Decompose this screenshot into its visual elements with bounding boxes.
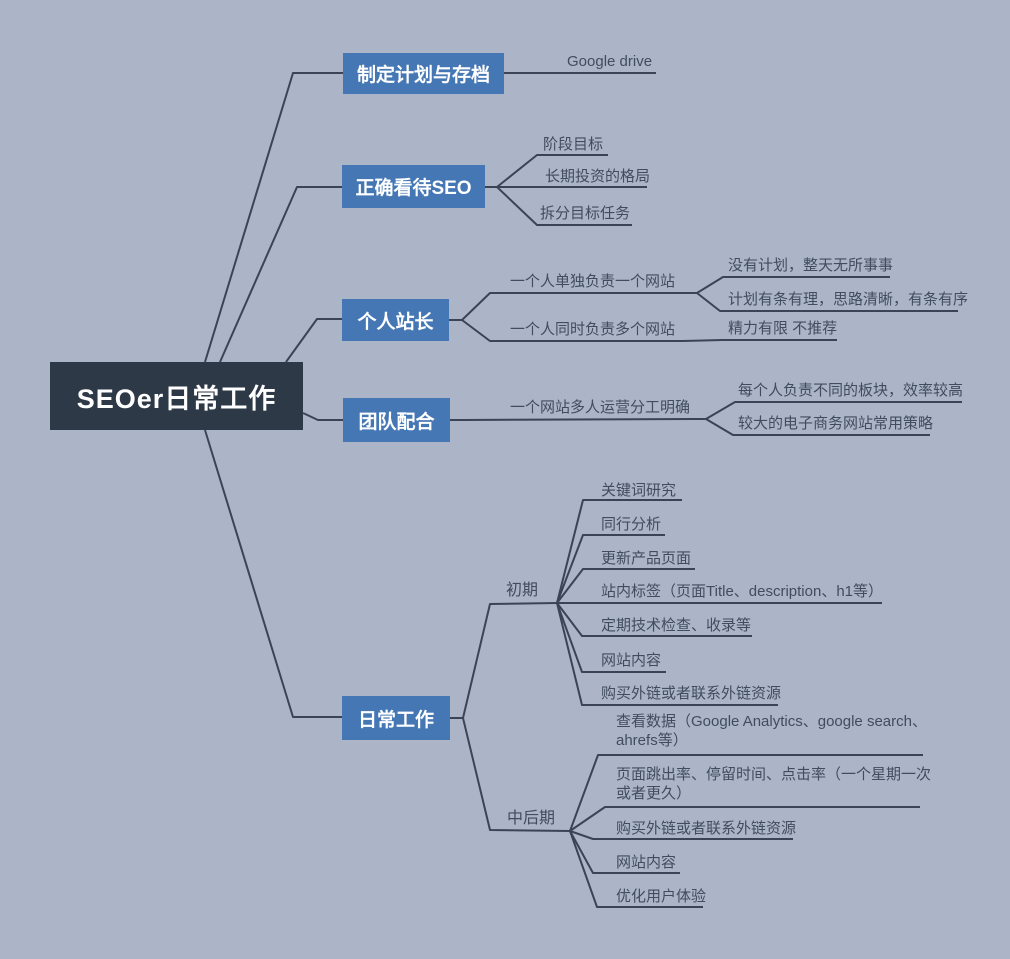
root-node-label: SEOer日常工作	[76, 383, 277, 414]
leaf-site-content-early[interactable]: 网站内容	[601, 652, 662, 669]
branch-team-cooperation-label: 团队配合	[358, 411, 435, 433]
leaf-google-drive[interactable]: Google drive	[567, 53, 653, 70]
branch-daily-work-label: 日常工作	[357, 709, 434, 731]
root-node[interactable]: SEOer日常工作	[50, 362, 303, 430]
leaf-split-goal-tasks[interactable]: 拆分目标任务	[540, 205, 631, 222]
branch-individual-webmaster-label: 个人站长	[357, 311, 434, 333]
leaf-limited-energy-not-recommended[interactable]: 精力有限 不推荐	[728, 320, 838, 337]
leaf-long-term-investment[interactable]: 长期投资的格局	[545, 168, 651, 185]
leaf-optimize-ux[interactable]: 优化用户体验	[616, 888, 707, 905]
leaf-update-product-pages[interactable]: 更新产品页面	[601, 550, 692, 567]
node-one-person-multiple-sites[interactable]: 一个人同时负责多个网站	[510, 321, 676, 338]
branch-make-plan-archive[interactable]: 制定计划与存档	[343, 53, 504, 94]
leaf-keyword-research[interactable]: 关键词研究	[601, 482, 677, 499]
node-one-site-multiple-operators[interactable]: 一个网站多人运营分工明确	[510, 399, 691, 416]
branch-view-seo-correctly-label: 正确看待SEO	[355, 178, 472, 199]
leaf-site-content-mid[interactable]: 网站内容	[616, 854, 677, 871]
branch-daily-work[interactable]: 日常工作	[342, 696, 450, 740]
branch-team-cooperation[interactable]: 团队配合	[343, 398, 450, 442]
leaf-organized-plan-clear-thinking[interactable]: 计划有条有理，思路清晰，有条有序	[728, 291, 969, 308]
leaf-buy-backlinks-mid[interactable]: 购买外链或者联系外链资源	[616, 820, 797, 837]
leaf-no-plan-idle[interactable]: 没有计划，整天无所事事	[728, 257, 894, 274]
leaf-regular-technical-checks[interactable]: 定期技术检查、收录等	[601, 617, 752, 634]
leaf-check-data[interactable]: 查看数据（Google Analytics、google search、ahre…	[616, 713, 927, 749]
leaf-competitor-analysis[interactable]: 同行分析	[601, 516, 662, 533]
branch-individual-webmaster[interactable]: 个人站长	[342, 299, 449, 341]
branch-view-seo-correctly[interactable]: 正确看待SEO	[342, 165, 485, 208]
leaf-stage-goals[interactable]: 阶段目标	[543, 136, 604, 153]
leaf-each-person-different-section[interactable]: 每个人负责不同的板块，效率较高	[738, 382, 964, 399]
leaf-bounce-rate-metrics[interactable]: 页面跳出率、停留时间、点击率（一个星期一次或者更久）	[616, 766, 932, 802]
branch-make-plan-archive-label: 制定计划与存档	[356, 65, 490, 86]
node-early-stage[interactable]: 初期	[506, 582, 539, 599]
leaf-onpage-tags[interactable]: 站内标签（页面Title、description、h1等）	[601, 583, 884, 600]
node-mid-late-stage[interactable]: 中后期	[507, 810, 556, 827]
node-one-person-one-site[interactable]: 一个人单独负责一个网站	[510, 273, 676, 290]
leaf-buy-backlinks-early[interactable]: 购买外链或者联系外链资源	[601, 685, 782, 702]
leaf-large-ecommerce-strategy[interactable]: 较大的电子商务网站常用策略	[738, 415, 934, 432]
